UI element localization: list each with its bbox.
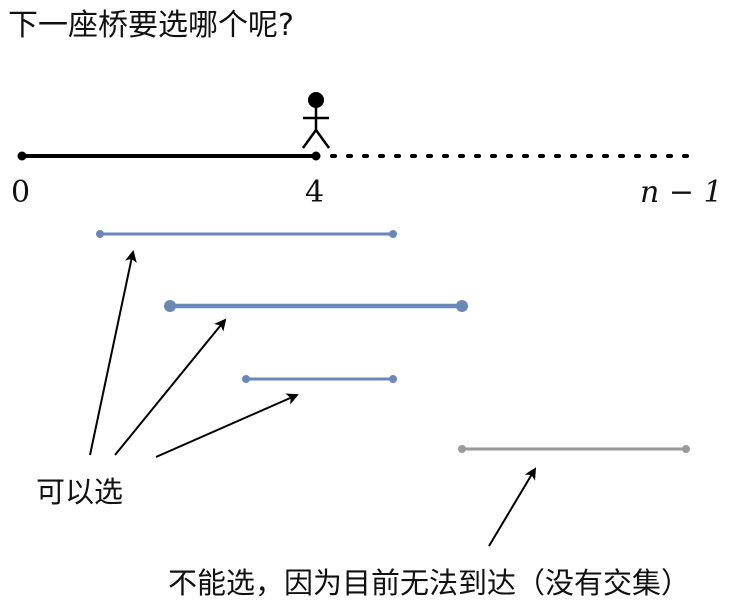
person-icon	[301, 92, 331, 149]
axis-label-current: 4	[305, 175, 325, 210]
arrow-icon	[155, 393, 299, 458]
axis-label-start: 0	[11, 175, 31, 210]
selectable-note: 可以选	[36, 475, 124, 509]
arrow-icon	[488, 467, 537, 547]
bridge-segment-3	[242, 375, 397, 383]
arrow-icon	[114, 318, 227, 456]
question-title: 下一座桥要选哪个呢?	[8, 8, 294, 43]
current-point	[311, 151, 321, 161]
arrow-icon	[89, 250, 137, 456]
bridge-segment-1	[96, 230, 397, 238]
unreachable-note: 不能选，因为目前无法到达（没有交集）	[168, 566, 691, 600]
bridge-segment-2	[164, 300, 468, 312]
start-point	[17, 151, 27, 161]
axis-label-end: n − 1	[640, 175, 723, 210]
bridge-segment-unreachable	[458, 445, 690, 453]
